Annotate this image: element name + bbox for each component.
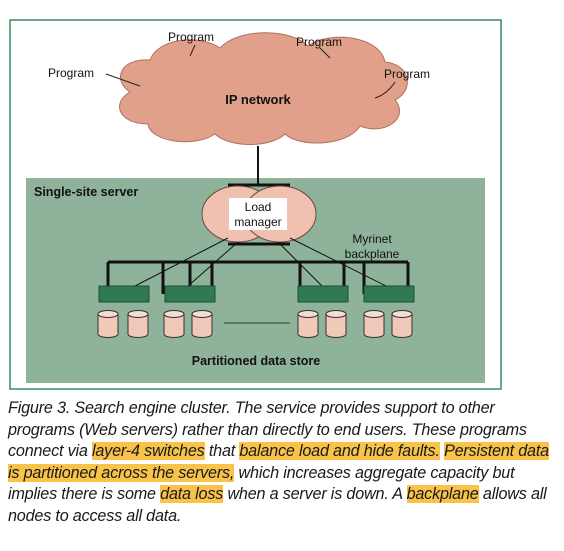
caption-highlight: data loss bbox=[160, 485, 224, 503]
caption-highlight: backplane bbox=[406, 485, 479, 503]
caption-text: Figure 3. Search engine cluster. The ser… bbox=[8, 399, 527, 460]
ip-network-cloud bbox=[119, 32, 408, 145]
disk-icon bbox=[297, 310, 319, 338]
switch bbox=[297, 285, 349, 303]
program-label: Program bbox=[384, 67, 430, 81]
switch bbox=[363, 285, 415, 303]
cluster-diagram: IP network Program Program Program Progr… bbox=[9, 19, 502, 390]
switch bbox=[98, 285, 150, 303]
disk-icon bbox=[191, 310, 213, 338]
disk-icon bbox=[97, 310, 119, 338]
disk-group bbox=[97, 310, 413, 338]
program-label: Program bbox=[168, 30, 214, 44]
disk-icon bbox=[325, 310, 347, 338]
load-manager-label: manager bbox=[234, 215, 281, 229]
caption-text: that bbox=[204, 442, 240, 460]
program-label: Program bbox=[48, 66, 94, 80]
disk-icon bbox=[391, 310, 413, 338]
switch bbox=[164, 285, 216, 303]
load-manager-label: Load bbox=[245, 200, 272, 214]
caption-text: allows all nodes to access all data. bbox=[8, 485, 547, 525]
disk-icon bbox=[363, 310, 385, 338]
program-label: Program bbox=[296, 35, 342, 49]
caption-highlight: layer-4 switches bbox=[91, 442, 205, 460]
data-store-label: Partitioned data store bbox=[192, 354, 321, 368]
backplane-label: backplane bbox=[345, 247, 400, 261]
backplane-label: Myrinet bbox=[352, 232, 392, 246]
ip-network-label: IP network bbox=[225, 92, 291, 107]
disk-icon bbox=[127, 310, 149, 338]
caption-text: which increases aggregate capacity but i… bbox=[8, 463, 515, 504]
figure-caption: Figure 3. Search engine cluster. The ser… bbox=[8, 398, 558, 527]
caption-highlight: balance load and hide faults. bbox=[239, 442, 440, 460]
server-region-label: Single-site server bbox=[34, 185, 138, 199]
caption-text: when a server is down. A bbox=[223, 485, 407, 503]
disk-icon bbox=[163, 310, 185, 338]
